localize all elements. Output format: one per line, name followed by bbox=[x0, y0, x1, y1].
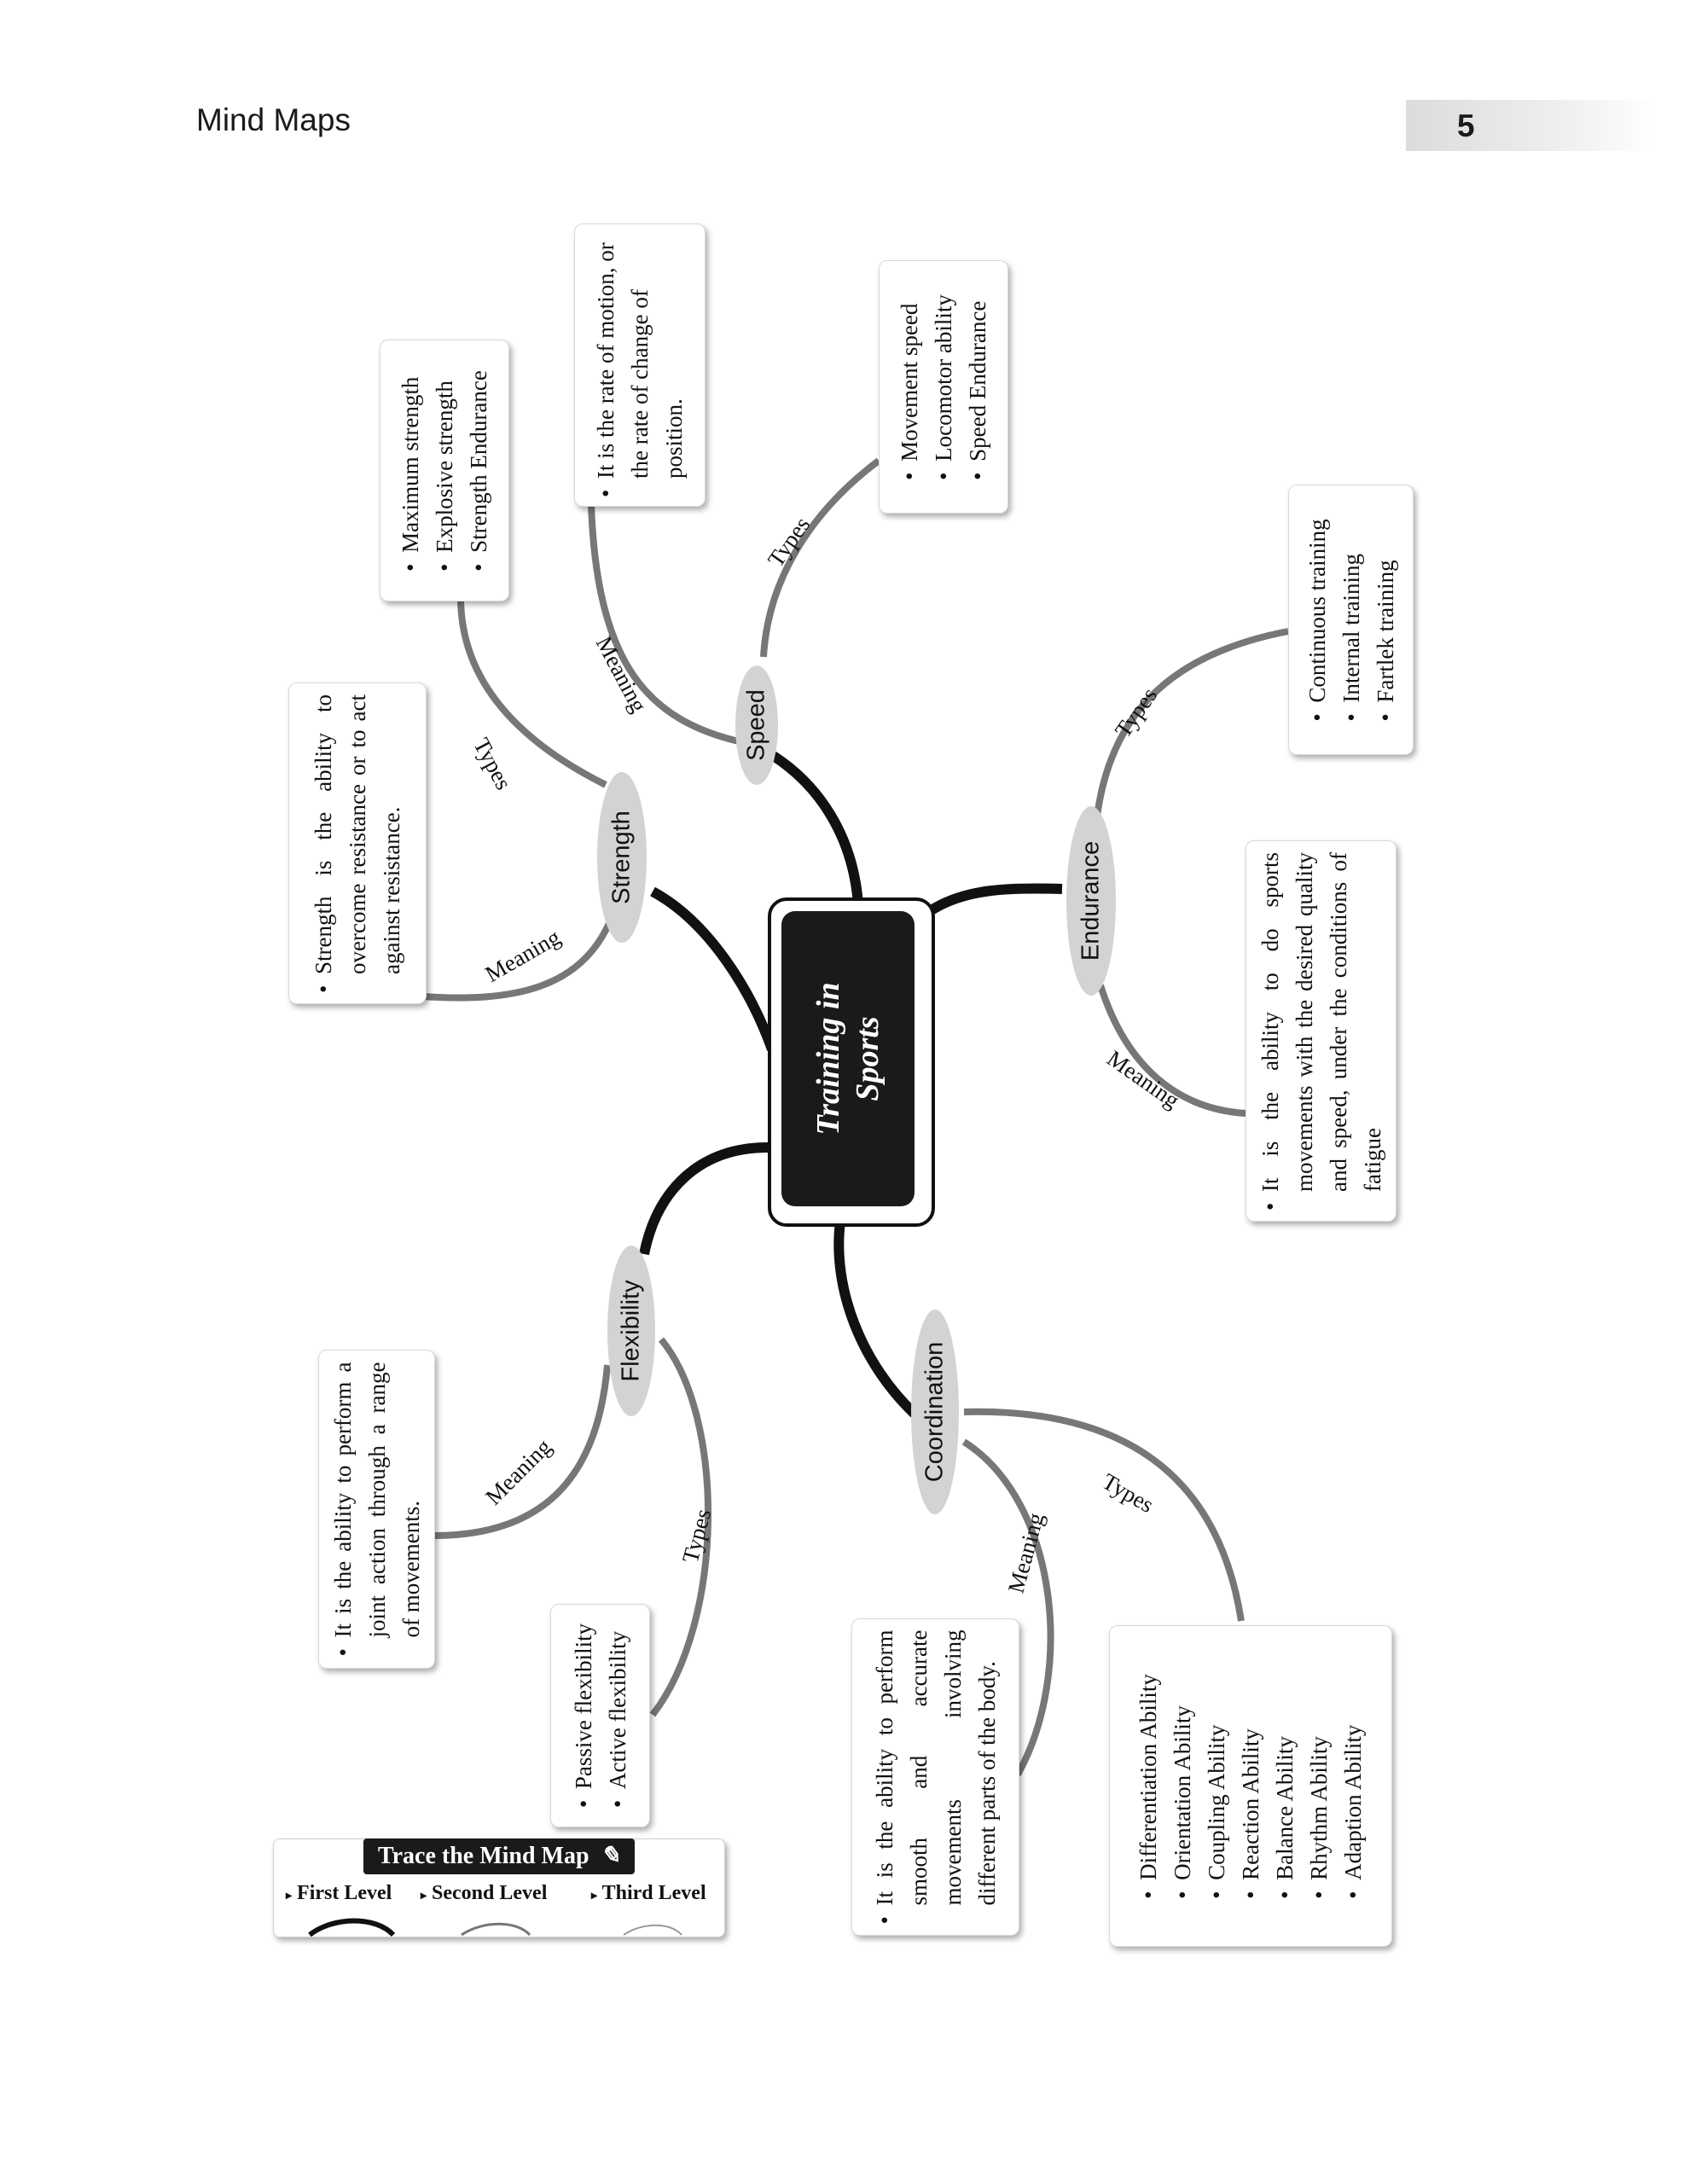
central-topic-text: Training in Sports bbox=[809, 982, 887, 1135]
triangle-bullet-icon: ▸ bbox=[286, 1890, 293, 1902]
connector-speed-meaning bbox=[588, 504, 743, 746]
speed-type-item: Speed Endurance bbox=[961, 294, 995, 480]
coordination-type-item: Rhythm Ability bbox=[1302, 1674, 1336, 1899]
coordination-type-item: Coupling Ability bbox=[1199, 1674, 1234, 1899]
endurance-type-item: Internal training bbox=[1334, 519, 1368, 721]
legend-title-text: Trace the Mind Map bbox=[377, 1843, 589, 1869]
legend-third-level: ▸ Third Level bbox=[591, 1882, 706, 1905]
card-coordination-meaning: It is the ability to perform smooth and … bbox=[851, 1618, 1019, 1936]
speed-type-item: Locomotor ability bbox=[926, 294, 961, 480]
flexibility-type-item: Active flexibility bbox=[601, 1623, 635, 1808]
card-speed-meaning: It is the rate of motion, or the rate of… bbox=[574, 224, 706, 507]
legend-first-level-label: First Level bbox=[297, 1882, 392, 1904]
connector-flexibility-meaning bbox=[433, 1364, 611, 1539]
legend-title: Trace the Mind Map ✎ bbox=[363, 1838, 635, 1874]
card-strength-meaning: Strength is the ability to overcome resi… bbox=[288, 682, 427, 1004]
connector-speed-types bbox=[760, 457, 881, 658]
coordination-type-item: Balance Ability bbox=[1268, 1674, 1302, 1899]
card-endurance-types: Continuous training Internal training Fa… bbox=[1288, 485, 1414, 755]
flexibility-type-item: Passive flexibility bbox=[566, 1623, 601, 1808]
card-endurance-meaning: It is the ability to do sports movements… bbox=[1246, 840, 1397, 1222]
pencil-icon: ✎ bbox=[600, 1843, 621, 1869]
flexibility-meaning-text: It is the ability to perform a joint act… bbox=[326, 1362, 428, 1657]
node-speed: Speed bbox=[735, 665, 778, 785]
connector-center-flexibility bbox=[639, 1142, 769, 1256]
legend-third-level-label: Third Level bbox=[601, 1882, 706, 1904]
legend-third-level-curve bbox=[623, 1924, 682, 1936]
connector-coordination-types bbox=[963, 1408, 1245, 1622]
legend-second-level: ▸ Second Level bbox=[421, 1882, 547, 1905]
node-speed-label: Speed bbox=[742, 689, 770, 761]
node-coordination: Coordination bbox=[911, 1310, 959, 1514]
connector-center-coordination bbox=[833, 1221, 921, 1420]
node-flexibility: Flexibility bbox=[607, 1246, 655, 1416]
legend-first-level-curve bbox=[308, 1918, 396, 1937]
connector-endurance-meaning bbox=[1097, 984, 1246, 1117]
card-speed-types: Movement speed Locomotor ability Speed E… bbox=[879, 260, 1008, 514]
connector-center-speed bbox=[769, 750, 863, 905]
connector-coordination-meaning bbox=[961, 1438, 1054, 1776]
coordination-meaning-text: It is the ability to perform smooth and … bbox=[868, 1630, 1004, 1925]
triangle-bullet-icon: ▸ bbox=[591, 1890, 598, 1902]
endurance-type-item: Fartlek training bbox=[1368, 519, 1402, 721]
coordination-type-item: Orientation Ability bbox=[1165, 1674, 1199, 1899]
connector-endurance-types bbox=[1093, 628, 1289, 824]
triangle-bullet-icon: ▸ bbox=[421, 1890, 427, 1902]
node-coordination-label: Coordination bbox=[920, 1341, 949, 1483]
strength-type-item: Strength Endurance bbox=[462, 370, 496, 572]
coordination-type-item: Differentiation Ability bbox=[1131, 1674, 1165, 1899]
central-topic: Training in Sports bbox=[781, 911, 915, 1206]
connector-strength-meaning bbox=[421, 920, 613, 1002]
coordination-type-item: Reaction Ability bbox=[1234, 1674, 1268, 1899]
card-flexibility-types: Passive flexibility Active flexibility bbox=[550, 1604, 650, 1827]
page-number: 5 bbox=[1457, 108, 1475, 143]
legend-second-level-curve bbox=[461, 1922, 531, 1937]
page-header-title: Mind Maps bbox=[196, 102, 351, 137]
node-strength-label: Strength bbox=[607, 810, 636, 904]
connector-center-strength bbox=[650, 886, 777, 1052]
node-strength: Strength bbox=[597, 772, 647, 943]
page-number-box: 5 bbox=[1406, 100, 1656, 151]
speed-meaning-text: It is the rate of motion, or the rate of… bbox=[589, 233, 691, 497]
strength-meaning-text: Strength is the ability to overcome resi… bbox=[306, 694, 409, 993]
node-flexibility-label: Flexibility bbox=[617, 1280, 645, 1382]
central-topic-line-1: Training in bbox=[810, 982, 846, 1136]
endurance-meaning-text: It is the ability to do sports movements… bbox=[1253, 852, 1390, 1211]
legend-first-level: ▸ First Level bbox=[286, 1882, 392, 1905]
card-coordination-types: Differentiation Ability Orientation Abil… bbox=[1109, 1625, 1392, 1947]
strength-type-item: Maximum strength bbox=[393, 370, 427, 572]
card-flexibility-meaning: It is the ability to perform a joint act… bbox=[318, 1350, 435, 1669]
legend-second-level-label: Second Level bbox=[432, 1882, 548, 1904]
connector-center-endurance bbox=[926, 883, 1063, 916]
node-endurance: Endurance bbox=[1066, 806, 1116, 996]
coordination-type-item: Adaption Ability bbox=[1336, 1674, 1370, 1899]
strength-type-item: Explosive strength bbox=[427, 370, 462, 572]
card-strength-types: Maximum strength Explosive strength Stre… bbox=[380, 340, 509, 601]
connector-strength-types bbox=[457, 596, 607, 788]
connector-flexibility-types bbox=[649, 1337, 712, 1717]
central-topic-line-2: Sports bbox=[850, 1016, 886, 1101]
speed-type-item: Movement speed bbox=[892, 294, 926, 480]
node-endurance-label: Endurance bbox=[1077, 840, 1105, 961]
legend-box: Trace the Mind Map ✎ ▸ First Level ▸ Sec… bbox=[273, 1838, 725, 1937]
legend-line-samples bbox=[308, 1918, 682, 1937]
endurance-type-item: Continuous training bbox=[1300, 519, 1334, 721]
